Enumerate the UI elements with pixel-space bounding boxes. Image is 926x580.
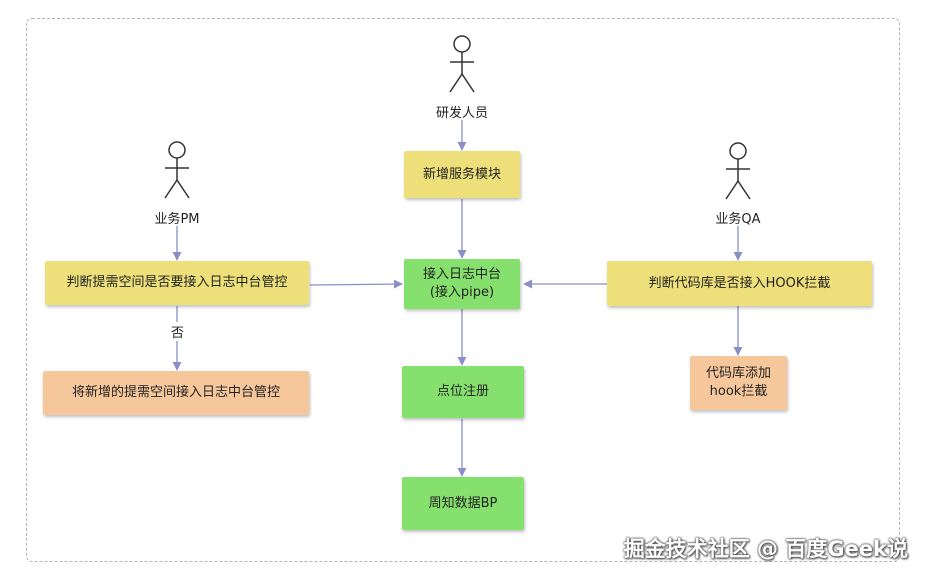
actor-label-pm: 业务PM [154,212,200,227]
node-pm-judge-label: 判断提需空间是否要接入日志中台管控 [66,275,288,290]
node-qa-judge: 判断代码库是否接入HOOK拦截 [607,261,872,306]
node-point-register: 点位注册 [402,366,524,418]
node-new-module: 新增服务模块 [404,151,520,198]
node-pm-action-label: 将新增的提需空间接入日志中台管控 [71,385,280,400]
node-notify-bp: 周知数据BP [402,477,524,530]
node-qa-action-line1: 代码库添加 [705,366,771,381]
node-pm-judge: 判断提需空间是否要接入日志中台管控 [45,261,309,305]
actor-label-dev: 研发人员 [435,106,489,121]
node-new-module-label: 新增服务模块 [422,166,501,182]
node-access-log-line1: 接入日志中台 [422,267,501,282]
actor-label-qa: 业务QA [715,212,761,227]
edge-judge-to-access [309,279,403,289]
diagram-frame [26,18,900,562]
node-point-register-label: 点位注册 [436,384,489,399]
node-qa-action-line2: hook拦截 [709,384,768,399]
node-access-log: 接入日志中台 (接入pipe) [404,259,520,309]
actor-figure-qa [725,142,751,200]
actor-figure-pm [164,141,190,199]
node-qa-judge-label: 判断代码库是否接入HOOK拦截 [648,275,831,291]
node-notify-bp-label: 周知数据BP [428,495,498,511]
node-pm-action: 将新增的提需空间接入日志中台管控 [43,371,309,415]
watermark: 掘金技术社区 @ 百度Geek说 [623,537,908,561]
node-qa-action: 代码库添加 hook拦截 [690,356,787,410]
actor-figure-dev [449,35,475,93]
edge-label-no: 否 [169,322,187,341]
node-access-log-line2: (接入pipe) [429,285,495,300]
